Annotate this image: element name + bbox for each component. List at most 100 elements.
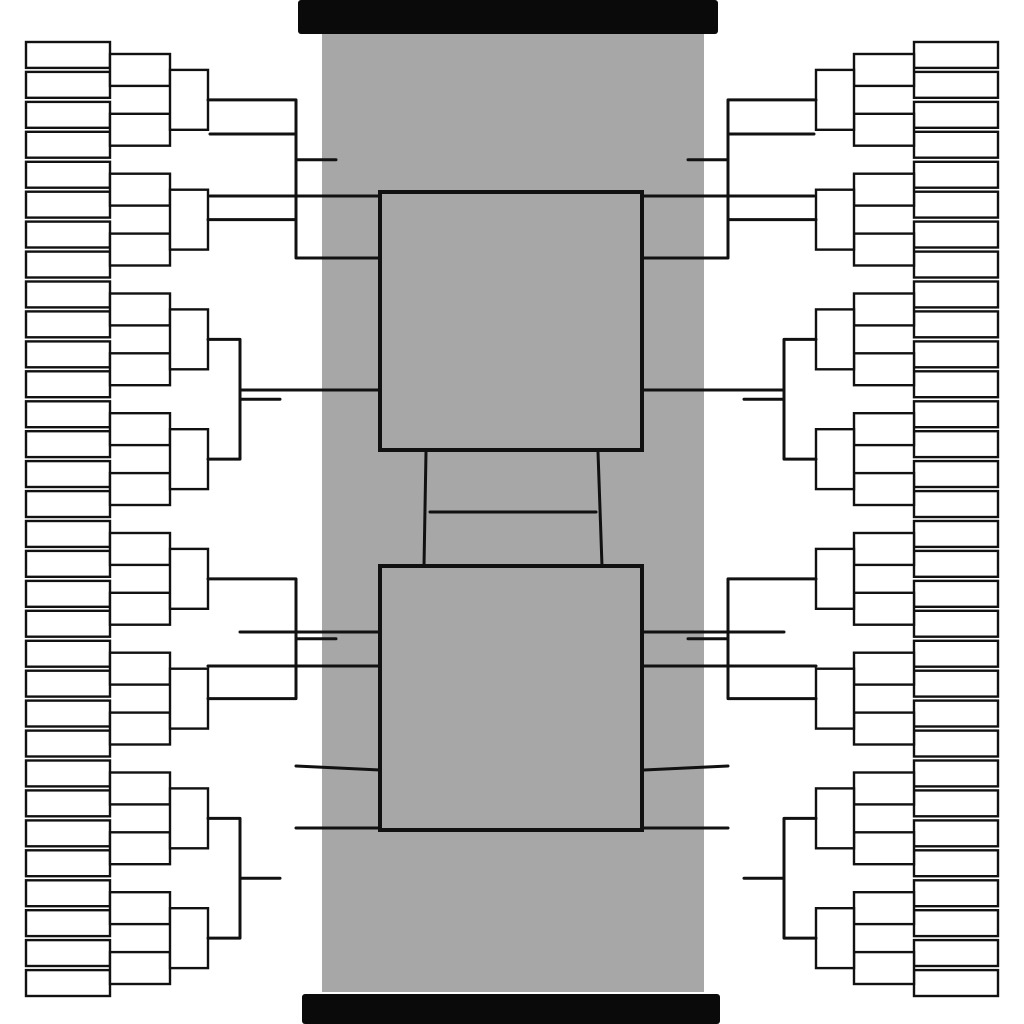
round1-slot xyxy=(24,909,112,938)
round1-slot xyxy=(912,609,1000,638)
round4-connector xyxy=(686,98,818,222)
semifinal-feed-connector xyxy=(206,116,382,830)
round1-slot xyxy=(912,489,1000,519)
round4-connector xyxy=(742,816,818,940)
round2-slot xyxy=(108,471,172,507)
round1-slot xyxy=(24,879,112,908)
round2-slot xyxy=(108,52,172,88)
round1-slot xyxy=(912,70,1000,100)
round1-slot xyxy=(24,280,112,309)
round1-slot xyxy=(912,968,1000,998)
round1-slot xyxy=(24,968,112,998)
round2-slot xyxy=(108,711,172,746)
round1-slot xyxy=(912,220,1000,249)
round1-slot xyxy=(24,190,112,219)
round3-slot xyxy=(814,787,856,850)
round3-slot xyxy=(814,68,856,132)
round1-slot xyxy=(912,459,1000,489)
round3-slot xyxy=(814,667,856,730)
round1-slot xyxy=(912,280,1000,309)
round1-slot xyxy=(24,310,112,339)
round4-connector xyxy=(206,816,282,940)
final-connector xyxy=(422,450,604,568)
round2-slot xyxy=(852,172,916,207)
round1-slot xyxy=(24,340,112,369)
round1-slot xyxy=(912,519,1000,549)
round3-slot xyxy=(168,68,210,132)
round1-slot xyxy=(24,699,112,728)
round1-slot xyxy=(24,609,112,638)
round2-slot xyxy=(852,591,916,626)
round1-slot xyxy=(24,370,112,399)
round1-slot xyxy=(912,879,1000,908)
round1-slot xyxy=(24,849,112,878)
round2-slot xyxy=(852,950,916,986)
round2-slot xyxy=(108,172,172,207)
round3-slot xyxy=(168,308,210,371)
round1-slot xyxy=(912,759,1000,788)
round3-slot xyxy=(814,547,856,611)
round1-slot xyxy=(912,190,1000,219)
round1-slot xyxy=(912,579,1000,609)
round3-slot xyxy=(814,428,856,491)
round1-slot xyxy=(912,639,1000,668)
round1-slot xyxy=(24,549,112,579)
round2-slot xyxy=(852,711,916,746)
round1-slot xyxy=(24,100,112,130)
round1-slot xyxy=(912,370,1000,399)
round2-slot xyxy=(852,292,916,327)
round2-slot xyxy=(108,771,172,806)
round1-slot xyxy=(912,160,1000,189)
round1-slot xyxy=(912,310,1000,339)
round2-slot xyxy=(108,292,172,327)
round1-slot xyxy=(912,549,1000,579)
center-final xyxy=(378,190,644,832)
round1-slot xyxy=(912,938,1000,968)
round1-slot xyxy=(24,519,112,549)
round1-slot xyxy=(912,669,1000,698)
round3-slot xyxy=(168,428,210,491)
round2-slot xyxy=(852,891,916,926)
round1-slot xyxy=(912,40,1000,70)
round1-slot xyxy=(24,938,112,968)
round2-slot xyxy=(108,891,172,926)
round1-slot xyxy=(912,400,1000,429)
round1-slot xyxy=(912,849,1000,878)
round2-slot xyxy=(108,950,172,986)
round2-slot xyxy=(108,591,172,626)
round1-slot xyxy=(24,459,112,489)
round2-slot xyxy=(852,412,916,447)
round4-connector xyxy=(206,98,338,222)
round1-slot xyxy=(24,220,112,249)
round2-slot xyxy=(108,112,172,147)
round2-slot xyxy=(852,471,916,507)
round3-slot xyxy=(168,907,210,970)
round1-slot xyxy=(24,579,112,609)
round2-slot xyxy=(852,52,916,88)
round1-slot xyxy=(912,250,1000,279)
round3-slot xyxy=(168,787,210,850)
semifinal-box-bottom xyxy=(378,564,644,832)
round3-slot xyxy=(814,188,856,251)
round1-slot xyxy=(912,909,1000,938)
round1-slot xyxy=(912,729,1000,758)
round2-slot xyxy=(852,232,916,267)
round1-slot xyxy=(24,250,112,279)
right-bracket xyxy=(642,40,1000,998)
left-bracket xyxy=(24,40,382,998)
semifinal-box-top xyxy=(378,190,644,452)
round2-slot xyxy=(108,232,172,267)
round1-slot xyxy=(912,789,1000,818)
semifinal-feed-connector xyxy=(642,116,818,830)
round4-connector xyxy=(206,337,282,461)
round2-slot xyxy=(852,112,916,147)
round1-slot xyxy=(912,130,1000,159)
round1-slot xyxy=(24,639,112,668)
round1-slot xyxy=(24,130,112,159)
round1-slot xyxy=(24,759,112,788)
round2-slot xyxy=(852,651,916,686)
round4-connector xyxy=(686,577,818,701)
round3-slot xyxy=(168,547,210,611)
round3-slot xyxy=(814,907,856,970)
